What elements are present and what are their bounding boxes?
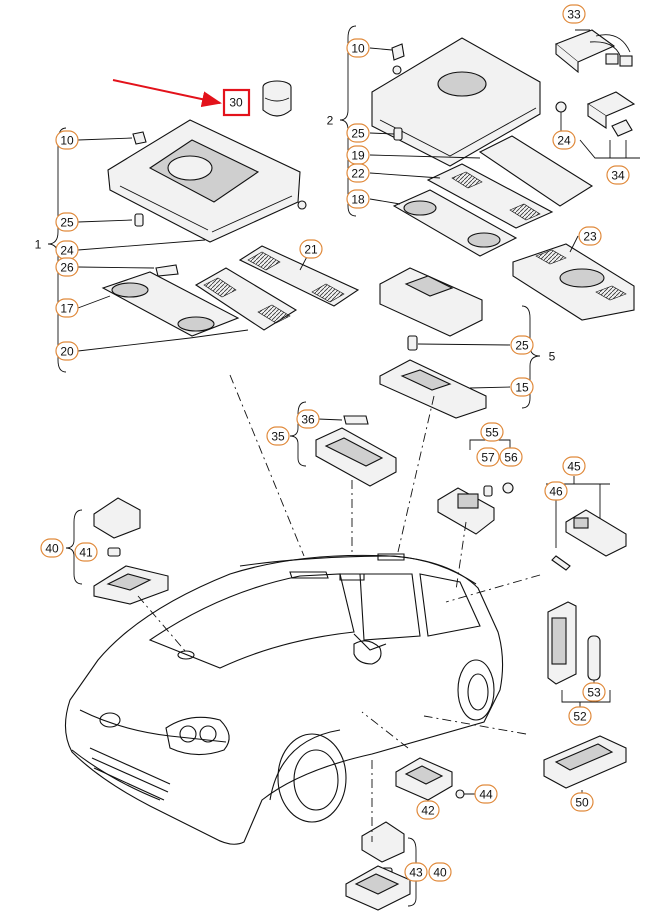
callout-56: 56 xyxy=(499,447,523,467)
callout-label: 52 xyxy=(573,710,587,724)
callout-24b: 24 xyxy=(552,130,576,150)
callout-label: 1 xyxy=(35,238,42,252)
callouts: 1251010151718192021222324242525252630333… xyxy=(35,4,630,882)
callout-19: 19 xyxy=(346,145,370,165)
callout-30: 30 xyxy=(229,96,243,110)
callout-label: 44 xyxy=(479,788,493,802)
callout-label: 43 xyxy=(409,866,423,880)
callout-label: 42 xyxy=(421,804,435,818)
callout-label: 15 xyxy=(515,381,529,395)
callout-label: 45 xyxy=(567,460,581,474)
callout-label: 55 xyxy=(485,426,499,440)
callout-label: 56 xyxy=(504,451,518,465)
parts-33-34-switch-harness xyxy=(554,29,640,159)
callout-25b: 25 xyxy=(346,123,370,143)
pointer-arrow xyxy=(112,79,222,108)
callout-21: 21 xyxy=(299,239,323,259)
callout-42: 42 xyxy=(416,800,440,820)
callout-label: 10 xyxy=(351,42,365,56)
callout-label: 30 xyxy=(229,96,243,110)
part-30-bulb-holder xyxy=(112,79,292,117)
callout-52: 52 xyxy=(568,706,592,726)
callout-label: 17 xyxy=(60,302,74,316)
callout-label: 19 xyxy=(351,149,365,163)
callout-label: 24 xyxy=(557,134,571,148)
callout-26: 26 xyxy=(55,257,79,277)
callout-23: 23 xyxy=(578,226,602,246)
parts-35-36-map-light xyxy=(289,401,397,487)
highlight-box xyxy=(222,88,251,117)
callout-label: 25 xyxy=(60,216,74,230)
parts-55-57-footwell-light xyxy=(437,430,514,535)
car-line-drawing xyxy=(64,553,504,845)
callout-46: 46 xyxy=(544,481,568,501)
callout-40b: 40 xyxy=(428,862,452,882)
callout-label: 20 xyxy=(60,345,74,359)
callout-1: 1 xyxy=(35,238,42,252)
callout-label: 25 xyxy=(351,127,365,141)
callout-label: 24 xyxy=(60,244,74,258)
callout-44: 44 xyxy=(474,784,498,804)
callout-label: 40 xyxy=(433,866,447,880)
callout-label: 18 xyxy=(351,193,365,207)
parts-40-41-luggage-light-upper xyxy=(65,497,169,605)
callout-label: 40 xyxy=(45,542,59,556)
callout-57: 57 xyxy=(476,447,500,467)
callout-label: 25 xyxy=(515,339,529,353)
callout-label: 46 xyxy=(549,485,563,499)
location-lines xyxy=(137,374,541,842)
group-5-reading-light xyxy=(379,267,541,419)
callout-label: 10 xyxy=(60,134,74,148)
callout-label: 21 xyxy=(304,243,318,257)
callout-40a: 40 xyxy=(40,538,64,558)
callout-41: 41 xyxy=(74,542,98,562)
callout-17: 17 xyxy=(55,298,79,318)
callout-label: 33 xyxy=(567,8,581,22)
group-1-front-interior-light xyxy=(47,119,360,373)
callout-53: 53 xyxy=(582,682,606,702)
parts-52-53-glovebox-light xyxy=(547,601,611,710)
callout-label: 23 xyxy=(583,230,597,244)
callout-20: 20 xyxy=(55,341,79,361)
callout-label: 57 xyxy=(481,451,495,465)
callout-24a: 24 xyxy=(55,240,79,260)
callout-18: 18 xyxy=(346,189,370,209)
parts-42-44-sill-light xyxy=(395,757,476,808)
callout-label: 26 xyxy=(60,261,74,275)
callout-15: 15 xyxy=(510,377,534,397)
callout-label: 5 xyxy=(549,350,556,364)
callout-50: 50 xyxy=(570,792,594,812)
callout-10b: 10 xyxy=(55,130,79,150)
callout-22: 22 xyxy=(346,163,370,183)
callout-label: 36 xyxy=(301,413,315,427)
callout-45: 45 xyxy=(562,456,586,476)
callout-label: 35 xyxy=(271,430,285,444)
part-50-door-light xyxy=(543,735,627,796)
callout-2: 2 xyxy=(327,114,334,128)
callout-10a: 10 xyxy=(346,38,370,58)
callout-label: 22 xyxy=(351,167,365,181)
callout-43: 43 xyxy=(404,862,428,882)
callout-label: 53 xyxy=(587,686,601,700)
callout-label: 50 xyxy=(575,796,589,810)
callout-33: 33 xyxy=(562,4,586,24)
callout-35: 35 xyxy=(266,426,290,446)
callout-25a: 25 xyxy=(55,212,79,232)
callout-55: 55 xyxy=(480,422,504,442)
parts-45-46-boot-light xyxy=(546,476,627,571)
callout-label: 2 xyxy=(327,114,334,128)
callout-5: 5 xyxy=(549,350,556,364)
callout-label: 41 xyxy=(79,546,93,560)
callout-25c: 25 xyxy=(510,335,534,355)
callout-label: 34 xyxy=(611,169,625,183)
callout-36: 36 xyxy=(296,409,320,429)
group-2-roof-console xyxy=(339,25,635,321)
callout-34: 34 xyxy=(606,165,630,185)
